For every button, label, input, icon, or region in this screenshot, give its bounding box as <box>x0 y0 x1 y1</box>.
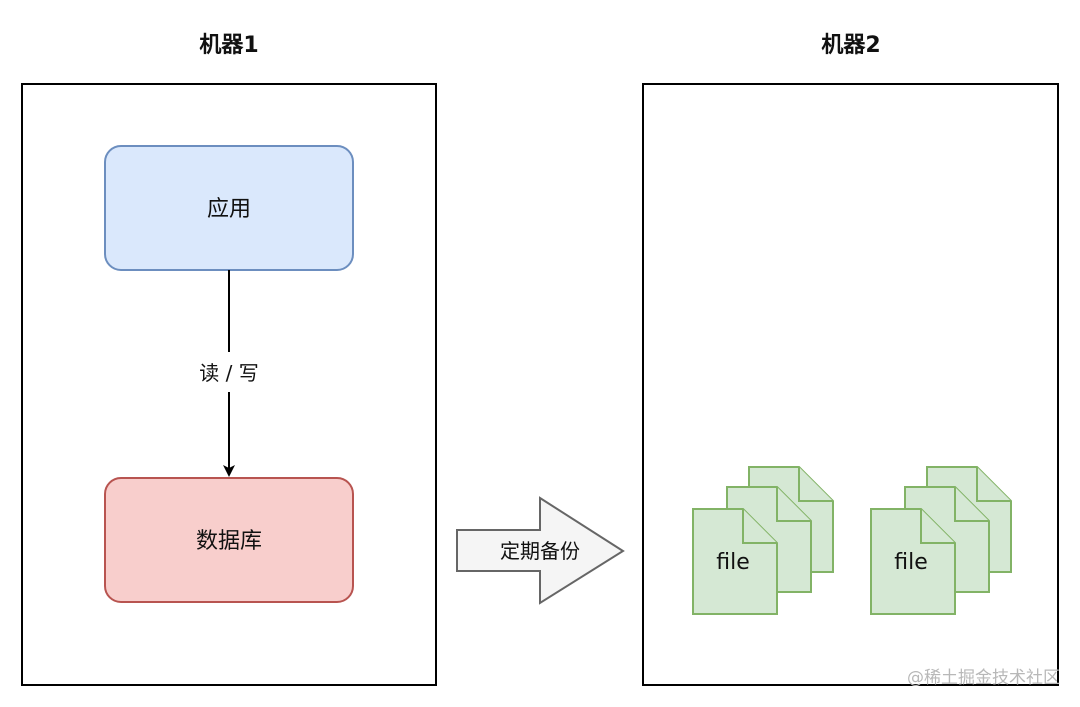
backup-arrow-label: 定期备份 <box>500 539 580 563</box>
backup-arrow-shape <box>456 496 625 605</box>
file-stack-2: file <box>870 466 1012 615</box>
file-page-fold <box>976 467 1011 502</box>
file-page-fold <box>798 467 833 502</box>
file-page-fold <box>954 487 989 522</box>
file-label: file <box>716 550 750 575</box>
machine-2-title: 机器2 <box>821 33 880 58</box>
file-label: file <box>894 550 928 575</box>
file-icon <box>692 508 778 615</box>
file-stacks: file file <box>692 466 1012 615</box>
file-page-fold <box>742 509 777 544</box>
file-stack-1: file <box>692 466 834 615</box>
database-node: 数据库 <box>104 477 354 603</box>
database-node-label: 数据库 <box>196 529 262 554</box>
read-write-label: 读 / 写 <box>199 361 258 385</box>
watermark-text: @稀土掘金技术社区 <box>907 668 1060 688</box>
machine-1-title: 机器1 <box>199 33 258 58</box>
app-node-label: 应用 <box>207 197 251 222</box>
file-page-fold <box>776 487 811 522</box>
read-write-edge: 读 / 写 <box>199 270 259 477</box>
file-icon <box>870 508 956 615</box>
app-node: 应用 <box>104 145 354 271</box>
file-page-fold <box>920 509 955 544</box>
backup-arrow: 定期备份 <box>456 496 625 605</box>
database-node-box <box>104 477 354 603</box>
